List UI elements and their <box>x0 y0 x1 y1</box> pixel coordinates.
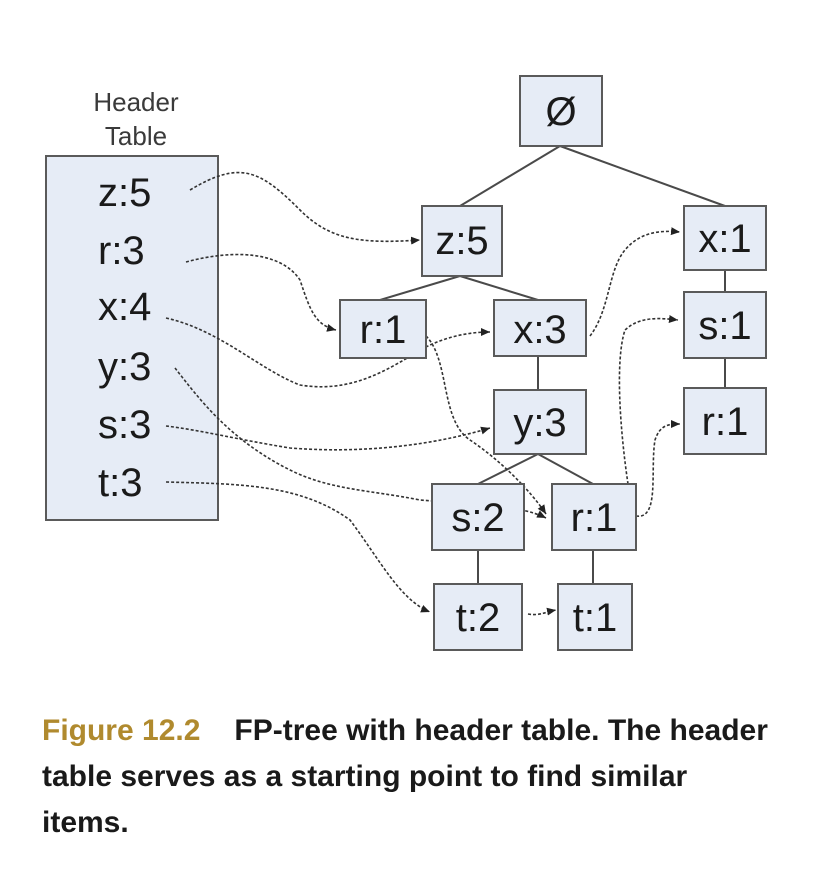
tree-node-r1-b: r:1 <box>551 483 637 551</box>
header-entry-t: t:3 <box>98 461 142 505</box>
tree-node-root: Ø <box>519 75 603 147</box>
tree-node-x3: x:3 <box>493 299 587 357</box>
tree-node-x1-right: x:1 <box>683 205 767 271</box>
root-label: Ø <box>545 90 576 134</box>
node-links <box>165 171 681 616</box>
header-entry-r: r:3 <box>98 229 145 273</box>
header-entry-y: y:3 <box>98 345 151 389</box>
node-label: s:2 <box>451 496 504 540</box>
figure-label: Figure 12.2 <box>42 714 201 747</box>
header-table-title-line1: Header <box>93 87 179 117</box>
tree-node-r1-right: r:1 <box>683 387 767 455</box>
header-entry-s: s:3 <box>98 403 151 447</box>
node-label: r:1 <box>702 400 749 444</box>
node-label: r:1 <box>571 496 618 540</box>
node-label: t:2 <box>456 596 500 640</box>
tree-node-z5: z:5 <box>421 205 503 277</box>
fp-tree-diagram: Header Table z:5 r:3 x:4 y:3 s:3 t:3 <box>45 75 767 651</box>
node-label: s:1 <box>698 304 751 348</box>
header-table-box <box>45 155 219 521</box>
node-label: r:1 <box>360 308 407 352</box>
header-entry-x: x:4 <box>98 285 151 329</box>
node-label: t:1 <box>573 596 617 640</box>
node-label: x:1 <box>698 217 751 261</box>
tree-node-r1-a: r:1 <box>339 299 427 359</box>
tree-node-s1-right: s:1 <box>683 291 767 359</box>
figure-caption-text: FP-tree with header table. The header ta… <box>42 714 768 839</box>
node-label: y:3 <box>513 401 566 445</box>
header-table-title-line2: Table <box>105 121 167 151</box>
tree-node-t1: t:1 <box>557 583 633 651</box>
node-label: x:3 <box>513 308 566 352</box>
header-entry-z: z:5 <box>98 171 151 215</box>
tree-edges <box>379 145 726 584</box>
tree-node-s2: s:2 <box>431 483 525 551</box>
node-label: z:5 <box>435 219 488 263</box>
tree-node-t2: t:2 <box>433 583 523 651</box>
tree-node-y3: y:3 <box>493 389 587 455</box>
